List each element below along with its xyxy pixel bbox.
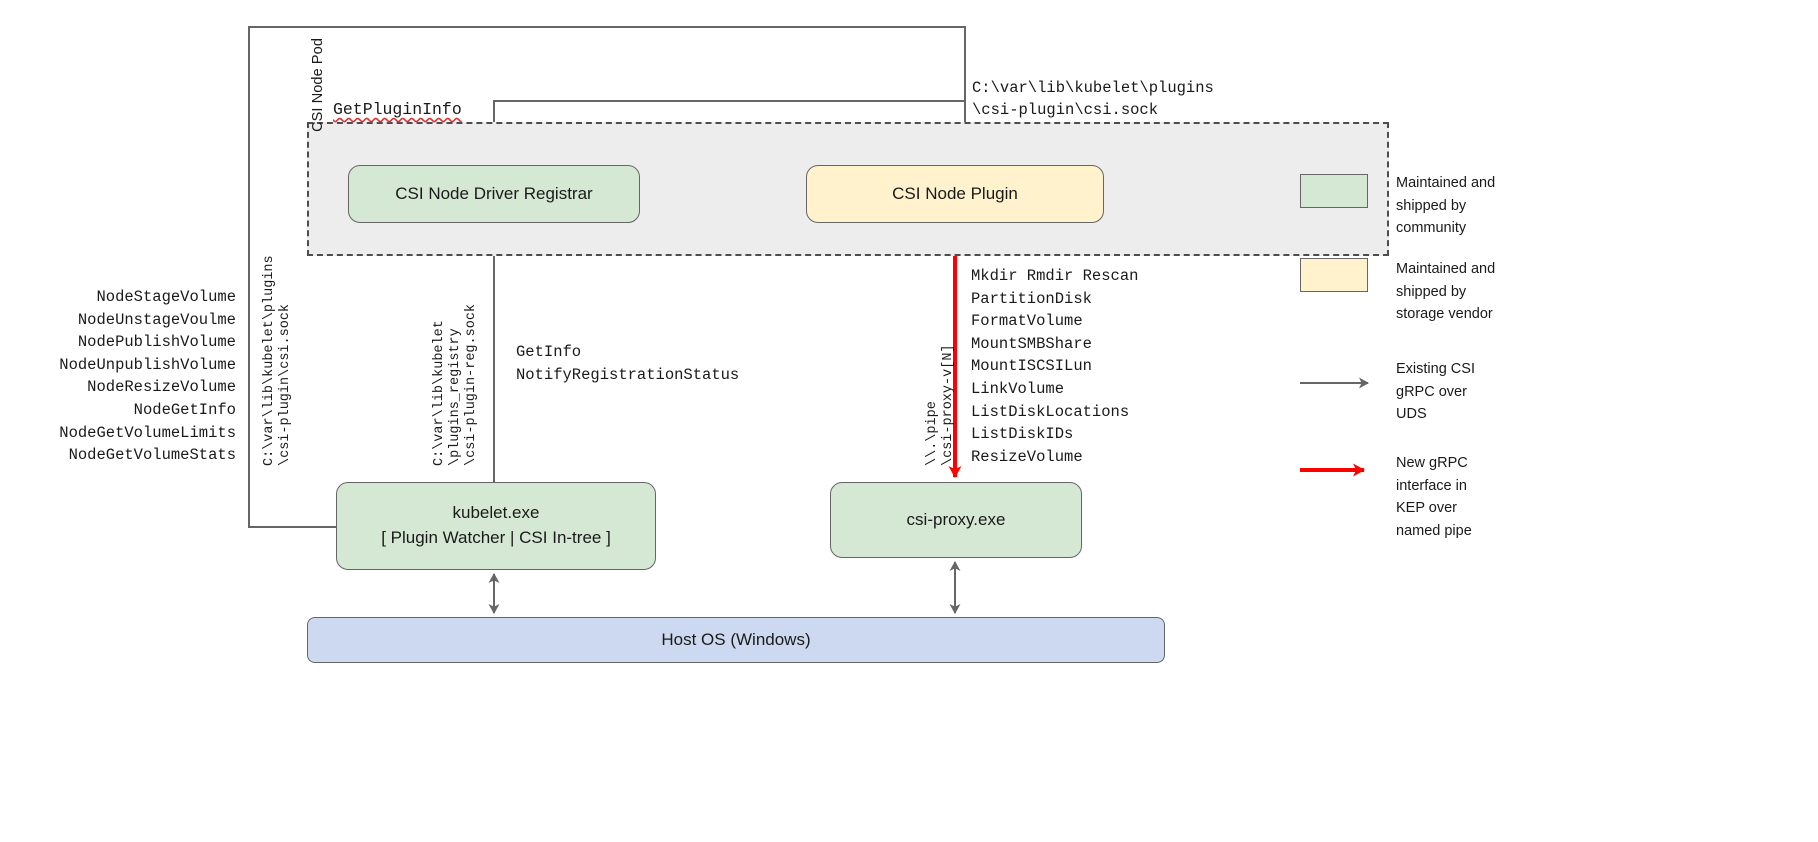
node-kubelet-exe[interactable]: kubelet.exe [ Plugin Watcher | CSI In-tr… — [336, 482, 656, 570]
csi-proxy-rpc-item: LinkVolume — [971, 379, 1065, 398]
csi-node-rpc-item: NodeUnstageVoulme — [77, 310, 236, 329]
node-label: csi-proxy.exe — [906, 509, 1006, 529]
csi-node-rpc-item: NodeGetVolumeLimits — [59, 423, 236, 442]
csi-proxy-rpc-item: Mkdir Rmdir Rescan — [971, 267, 1139, 285]
node-csi-node-driver-registrar[interactable]: CSI Node Driver Registrar — [348, 165, 640, 223]
csi-node-rpc-item: NodePublishVolume — [77, 333, 236, 352]
node-label: CSI Node Driver Registrar — [395, 183, 593, 203]
csi-proxy-rpc-item: MountISCSILun — [971, 357, 1092, 376]
label-get-plugin-info: GetPluginInfo — [333, 100, 462, 119]
label-node-plugin-socket-path: C:\var\lib\kubelet\plugins \csi-plugin\c… — [972, 79, 1214, 119]
csi-node-rpc-item: NodeResizeVolume — [87, 378, 236, 397]
csi-node-rpc-item: NodeGetInfo — [133, 400, 236, 419]
node-label: CSI Node Plugin — [892, 183, 1018, 203]
node-host-os[interactable]: Host OS (Windows) — [307, 617, 1165, 663]
csi-node-rpc-item: NodeUnpublishVolume — [59, 355, 236, 374]
csi-node-pod-label: CSI Node Pod — [310, 38, 326, 132]
legend-label-new-grpc-kep: New gRPC interface in KEP over named pip… — [1396, 455, 1472, 539]
label-registrar-rpcs: GetInfo NotifyRegistrationStatus — [516, 343, 740, 384]
kubelet-subtitle: [ Plugin Watcher | CSI In-tree ] — [381, 528, 611, 547]
legend-swatch-community — [1300, 174, 1368, 208]
legend-label-existing-csi-grpc: Existing CSI gRPC over UDS — [1396, 361, 1475, 422]
node-csi-node-plugin[interactable]: CSI Node Plugin — [806, 165, 1104, 223]
csi-proxy-rpc-item: ListDiskIDs — [971, 425, 1074, 444]
csi-proxy-rpc-item: ResizeVolume — [971, 447, 1083, 466]
legend-label-storage-vendor: Maintained and shipped by storage vendor — [1396, 261, 1496, 322]
csi-proxy-rpc-item: ListDiskLocations — [971, 402, 1130, 421]
label-named-pipe-path: \\.\pipe \csi-proxy-v[N] — [925, 344, 956, 466]
label-registry-sock-path: C:\var\lib\kubelet \plugins_registry \cs… — [432, 303, 479, 466]
csi-node-rpc-item: NodeStageVolume — [96, 288, 236, 306]
csi-node-rpc-item: NodeGetVolumeStats — [68, 446, 236, 465]
kubelet-title: kubelet.exe — [452, 503, 540, 523]
legend-label-community: Maintained and shipped by community — [1396, 175, 1496, 236]
csi-proxy-rpc-item: MountSMBShare — [971, 334, 1092, 353]
legend-swatch-storage-vendor — [1300, 258, 1368, 292]
node-csi-proxy-exe[interactable]: csi-proxy.exe — [830, 482, 1082, 558]
label-csi-sock-path: C:\var\lib\kubelet\plugins \csi-plugin\c… — [262, 255, 293, 466]
node-label: Host OS (Windows) — [661, 629, 811, 649]
csi-proxy-rpc-item: PartitionDisk — [971, 289, 1092, 308]
csi-proxy-rpc-item: FormatVolume — [971, 312, 1083, 331]
